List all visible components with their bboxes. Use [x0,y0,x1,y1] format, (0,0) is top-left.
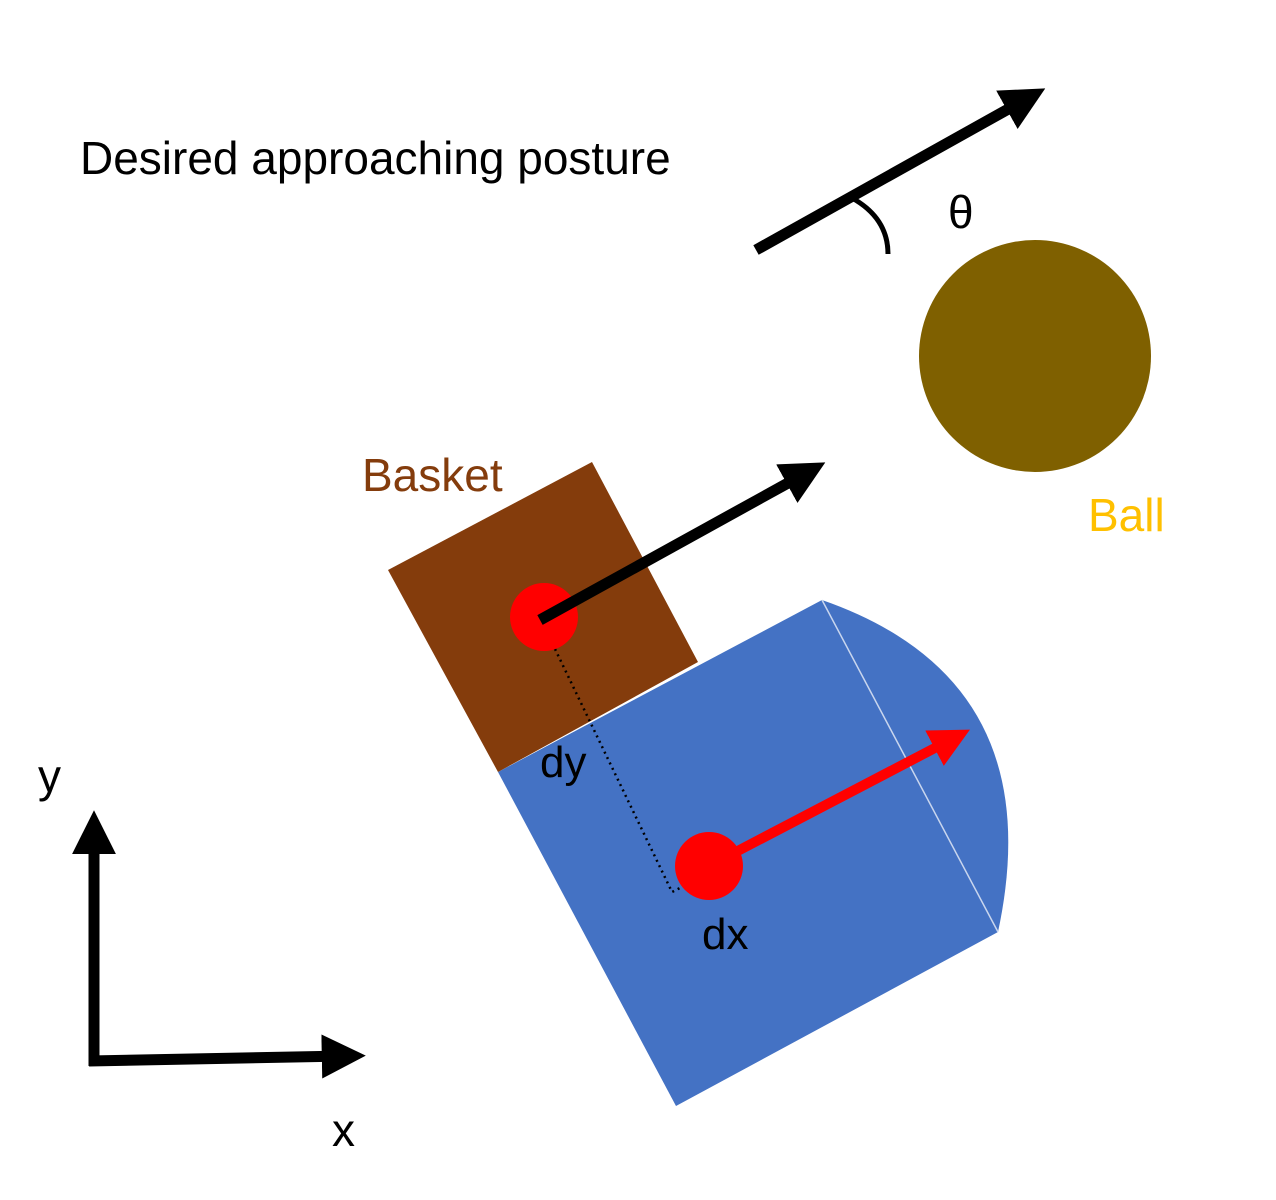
robot-heading-arrow [706,729,970,871]
desired-posture-arrow [753,88,1046,255]
robot-body [498,600,1009,1106]
ball-label: Ball [1088,489,1165,541]
ball-shape [919,240,1151,472]
x-axis-label: x [332,1104,355,1156]
y-axis-label: y [38,750,61,802]
dx-label: dx [702,910,748,959]
theta-angle-arc [850,195,891,255]
dy-label: dy [540,738,586,787]
diagram-title: Desired approaching posture [80,132,671,184]
theta-label: θ [948,186,974,238]
basket-label: Basket [362,449,503,501]
x-axis-arrow [88,1034,366,1079]
basket-heading-arrow [537,462,826,625]
